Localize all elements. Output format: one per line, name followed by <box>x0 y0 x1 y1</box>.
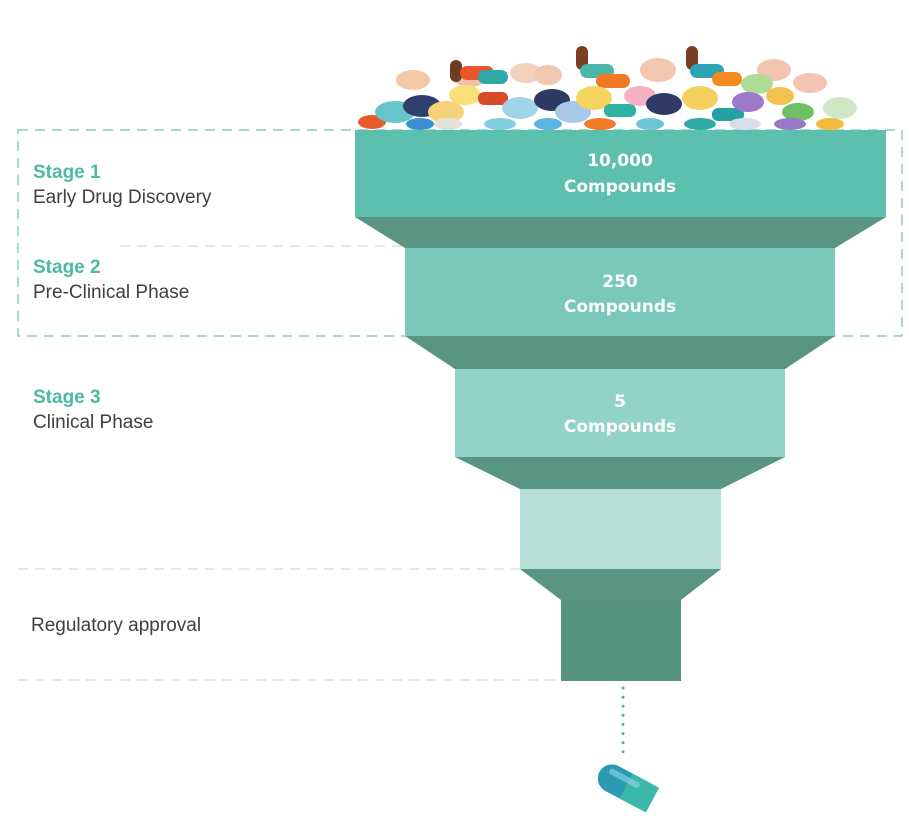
stage-2-title: Stage 2 <box>33 257 101 278</box>
stage-1-description: Early Drug Discovery <box>33 187 212 208</box>
stage-1-count: 10,000 <box>587 151 653 171</box>
stage-3-title: Stage 3 <box>33 387 101 408</box>
funnel-tier-4 <box>520 489 721 569</box>
funnel-tier-3 <box>455 369 785 457</box>
funnel-tier-1 <box>355 130 886 217</box>
stage-2-unit: Compounds <box>564 297 676 317</box>
stage-3-label: Stage 3 Clinical Phase <box>33 386 153 436</box>
stage-2-label: Stage 2 Pre-Clinical Phase <box>33 256 189 306</box>
stage-1-label: Stage 1 Early Drug Discovery <box>33 161 211 211</box>
stage-3-unit: Compounds <box>564 417 676 437</box>
capsule-icon <box>597 764 660 813</box>
funnel-tier-2 <box>405 248 835 336</box>
stage-2-count: 250 <box>602 272 638 292</box>
funnel-tier-5 <box>561 600 681 681</box>
stage-3-count: 5 <box>614 392 626 412</box>
funnel-neck-3 <box>455 457 785 489</box>
regulatory-approval-label: Regulatory approval <box>31 615 202 636</box>
funnel-neck-4 <box>520 569 721 600</box>
stage-1-unit: Compounds <box>564 177 676 197</box>
funnel-neck-1 <box>355 217 886 248</box>
pills-pile-icon <box>358 46 857 130</box>
stage-3-description: Clinical Phase <box>33 412 154 433</box>
stage-1-title: Stage 1 <box>33 162 101 183</box>
funnel-neck-2 <box>405 336 835 369</box>
stage-2-description: Pre-Clinical Phase <box>33 282 190 303</box>
